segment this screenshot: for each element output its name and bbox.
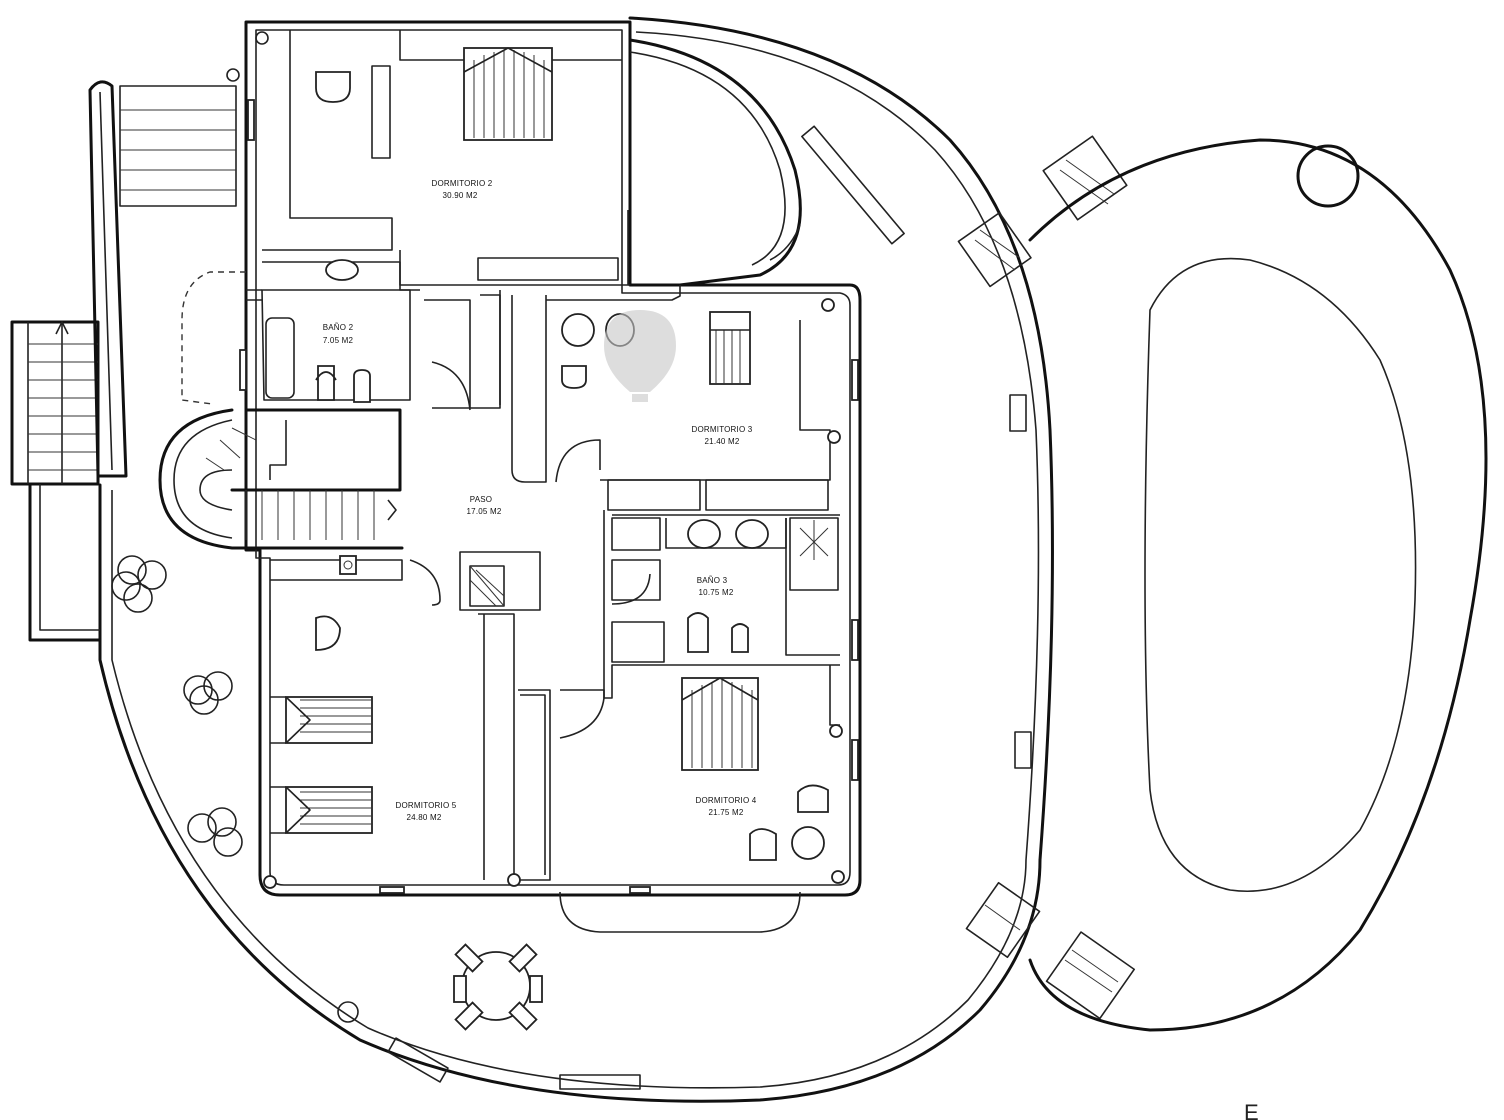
top-left-balcony-steps xyxy=(88,68,240,478)
dashed-outline xyxy=(181,271,246,405)
label-paso-name: PASO xyxy=(470,495,492,504)
swimming-pool xyxy=(1028,138,1488,1032)
footer-text: E xyxy=(1244,1100,1259,1120)
furniture-beds xyxy=(270,47,759,834)
watermark-balloon-icon xyxy=(604,310,676,402)
label-dormitorio-3-area: 21.40 M2 xyxy=(705,437,740,446)
terrace-planters xyxy=(387,125,1032,1090)
exterior-stair-left xyxy=(10,320,102,642)
label-bano-3-area: 10.75 M2 xyxy=(699,588,734,597)
pool-steps xyxy=(957,135,1136,1020)
room-labels: DORMITORIO 2 30.90 M2 BAÑO 2 7.05 M2 DOR… xyxy=(323,179,757,822)
label-bano-2-area: 7.05 M2 xyxy=(323,336,354,345)
label-dormitorio-2-area: 30.90 M2 xyxy=(443,191,478,200)
label-dormitorio-5-name: DORMITORIO 5 xyxy=(396,801,457,810)
label-dormitorio-4-name: DORMITORIO 4 xyxy=(696,796,757,805)
stair-arrow-icon xyxy=(55,321,69,335)
terrace-boundary xyxy=(98,16,1054,1103)
label-bano-2-name: BAÑO 2 xyxy=(323,323,354,332)
label-dormitorio-2-name: DORMITORIO 2 xyxy=(432,179,493,188)
dining-table-set xyxy=(453,943,543,1031)
windows xyxy=(239,99,859,894)
building-walls xyxy=(158,20,862,933)
label-paso-area: 17.05 M2 xyxy=(467,507,502,516)
garden-plants xyxy=(111,555,359,1023)
label-dormitorio-3-name: DORMITORIO 3 xyxy=(692,425,753,434)
label-dormitorio-4-area: 21.75 M2 xyxy=(709,808,744,817)
label-dormitorio-5-area: 24.80 M2 xyxy=(407,813,442,822)
label-bano-3-name: BAÑO 3 xyxy=(697,576,728,585)
